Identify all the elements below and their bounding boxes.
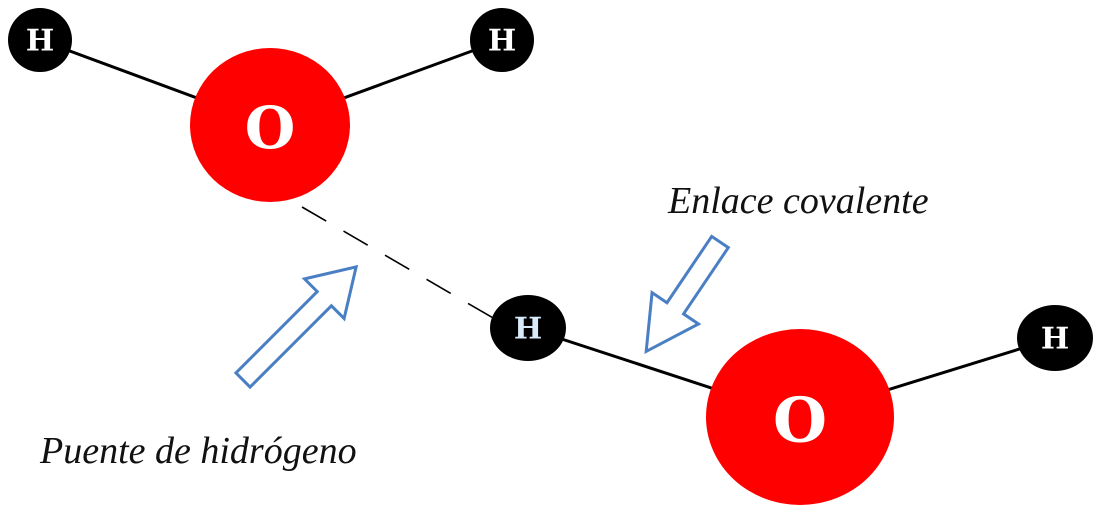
atom-label: H [514, 312, 542, 347]
covalent-bond-label: Enlace covalente [667, 180, 929, 222]
atom-label: H [1041, 322, 1069, 357]
hydrogen-bond-dashed-line [301, 206, 501, 323]
hydrogen-atom: H [490, 295, 566, 361]
hollow-arrow-icon [644, 234, 731, 355]
hollow-arrow-icon [233, 264, 359, 390]
oxygen-atom: O [706, 329, 894, 505]
atom-label: O [245, 94, 296, 162]
atom-label: O [773, 384, 827, 457]
molecule-2: H H O [490, 295, 1093, 505]
molecule-1: H H O [8, 8, 534, 202]
hydrogen-atom: H [470, 8, 534, 72]
oxygen-atom: O [190, 48, 350, 202]
atom-label: H [26, 24, 54, 59]
hydrogen-atom: H [1017, 305, 1093, 371]
hydrogen-atom: H [8, 8, 72, 72]
atom-label: H [488, 24, 516, 59]
hydrogen-bond-label: Puente de hidrógeno [39, 430, 357, 472]
